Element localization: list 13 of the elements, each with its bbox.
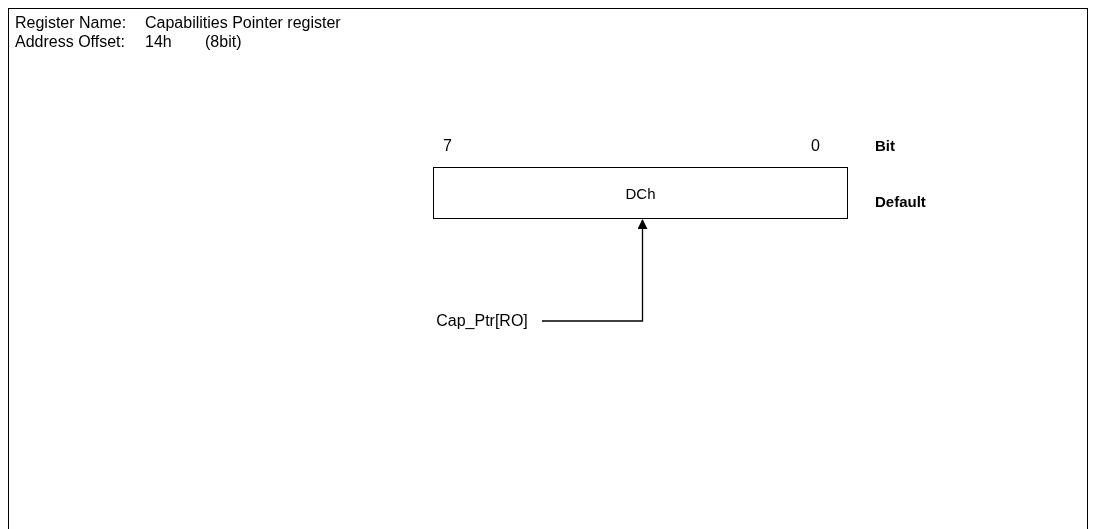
column-heading: Bit: [875, 137, 895, 155]
register-field-box: [433, 167, 848, 219]
bit-number: 7: [443, 137, 452, 155]
address-offset: 14h: [145, 33, 172, 51]
bit-number: 0: [811, 137, 820, 155]
register-name: Capabilities Pointer register: [145, 14, 341, 32]
register-width: (8bit): [205, 33, 242, 51]
field-name: Register Name:: [15, 14, 127, 32]
field-name: Address Offset:: [15, 33, 125, 51]
arrow: [541, 219, 648, 322]
column-heading: Default: [875, 193, 926, 211]
field-label: Cap_Ptr[RO]: [436, 312, 528, 330]
default-value: DCh: [625, 184, 656, 202]
